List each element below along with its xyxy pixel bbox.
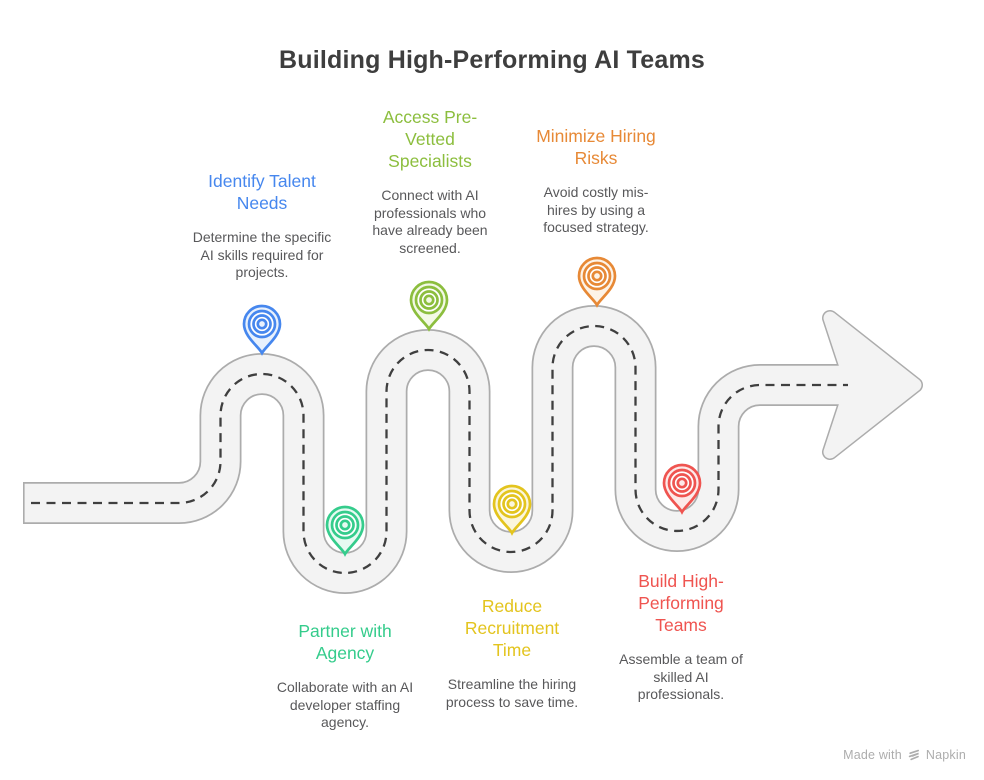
watermark-brand: Napkin <box>925 748 966 762</box>
milestone-title: Minimize Hiring Risks <box>536 126 656 168</box>
napkin-logo-icon <box>908 749 919 761</box>
milestone-title: Access Pre-Vetted Specialists <box>382 107 478 171</box>
milestone-description: Streamline the hiring process to save ti… <box>445 676 579 710</box>
made-with-napkin-watermark: Made with Napkin <box>843 748 966 762</box>
milestone-description: Determine the specific AI skills require… <box>192 229 332 280</box>
milestone-minimize-hiring-risks: Minimize Hiring Risks Avoid costly mis-h… <box>504 125 688 237</box>
map-pin-icon <box>492 484 532 536</box>
milestone-title: Build High-Performing Teams <box>638 571 724 635</box>
milestone-build-high-performing-teams: Build High-Performing Teams Assemble a t… <box>589 570 773 704</box>
milestone-description: Collaborate with an AI developer staffin… <box>276 679 414 730</box>
map-pin-icon <box>577 256 617 308</box>
map-pin-icon <box>662 463 702 515</box>
road-surface <box>23 306 856 593</box>
milestone-title: Partner with Agency <box>298 621 392 663</box>
milestone-identify-talent-needs: Identify Talent Needs Determine the spec… <box>170 170 354 282</box>
road-arrowhead <box>823 311 922 459</box>
map-pin-icon <box>409 280 449 332</box>
milestone-description: Avoid costly mis-hires by using a focuse… <box>543 184 649 235</box>
road-center-dashes <box>31 324 848 575</box>
milestone-description: Connect with AI professionals who have a… <box>372 187 488 256</box>
milestone-title: Identify Talent Needs <box>208 171 316 213</box>
watermark-text: Made with <box>843 748 902 762</box>
map-pin-icon <box>242 304 282 356</box>
page-title: Building High-Performing AI Teams <box>278 46 706 74</box>
milestone-description: Assemble a team of skilled AI profession… <box>619 651 743 702</box>
milestone-access-pre-vetted-specialists: Access Pre-Vetted Specialists Connect wi… <box>345 106 515 257</box>
map-pin-icon <box>325 505 365 557</box>
milestone-title: Reduce Recruitment Time <box>464 596 560 660</box>
milestone-reduce-recruitment-time: Reduce Recruitment Time Streamline the h… <box>420 595 604 711</box>
milestone-partner-with-agency: Partner with Agency Collaborate with an … <box>253 620 437 732</box>
